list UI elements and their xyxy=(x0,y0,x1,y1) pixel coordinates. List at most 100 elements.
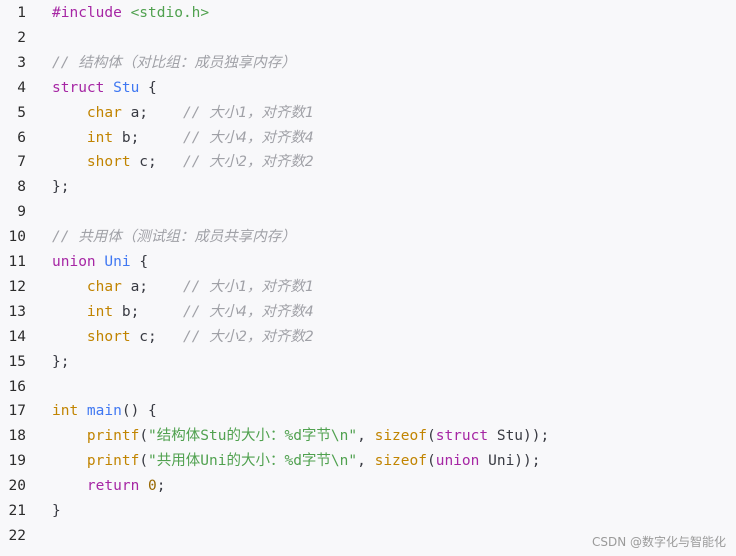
code-text: int main() { xyxy=(52,399,157,424)
code-token: a; xyxy=(121,104,183,121)
code-token: main xyxy=(86,403,122,420)
line-number: 12 xyxy=(8,278,26,295)
code-token: int xyxy=(86,129,114,146)
line-number: 14 xyxy=(8,328,26,345)
code-line: 6 int b; // 大小4，对齐数4 xyxy=(0,126,313,151)
code-text: struct Stu { xyxy=(52,76,157,101)
line-number: 13 xyxy=(8,303,26,320)
code-text: }; xyxy=(52,350,69,375)
code-line: 14 short c; // 大小2，对齐数2 xyxy=(0,325,314,350)
line-number: 15 xyxy=(8,353,26,370)
line-number: 18 xyxy=(8,428,26,445)
line-number: 6 xyxy=(17,129,26,146)
line-number: 4 xyxy=(17,79,26,96)
code-token: c; xyxy=(130,154,183,171)
code-text: printf("共用体Uni的大小：%d字节\n", sizeof(union … xyxy=(52,449,541,474)
line-number: 1 xyxy=(17,5,26,21)
code-token: printf xyxy=(86,453,140,470)
code-token: int xyxy=(52,403,87,420)
code-token: ( xyxy=(426,453,436,470)
line-number: 11 xyxy=(8,254,26,270)
code-token: , xyxy=(357,428,375,445)
code-token: Uni xyxy=(104,254,131,270)
code-token: sizeof xyxy=(374,453,427,470)
code-token: ( xyxy=(139,453,149,470)
code-token: // 结构体（对比组：成员独享内存） xyxy=(52,54,296,71)
code-line: 4 struct Stu { xyxy=(0,76,157,101)
code-text: int b; // 大小4，对齐数4 xyxy=(52,300,314,325)
code-text: char a; // 大小1，对齐数1 xyxy=(52,275,314,300)
code-line: 2 xyxy=(0,26,52,51)
code-text: short c; // 大小2，对齐数2 xyxy=(52,325,314,350)
line-number: 5 xyxy=(17,104,26,121)
line-number: 16 xyxy=(8,378,26,395)
code-token: return xyxy=(86,478,149,495)
code-token xyxy=(52,428,87,444)
code-token: "结构体Stu的大小：%d字节\n" xyxy=(148,428,358,445)
code-line: 1 #include <stdio.h> xyxy=(0,1,209,26)
code-token xyxy=(52,453,87,469)
code-token: char xyxy=(86,104,122,121)
line-number: 3 xyxy=(17,54,26,71)
code-line: 18 printf("结构体Stu的大小：%d字节\n", sizeof(str… xyxy=(0,424,550,449)
code-token: Uni)); xyxy=(479,453,541,470)
code-token: char xyxy=(86,278,122,295)
code-line: 21} xyxy=(0,499,61,524)
code-token: a; xyxy=(121,278,183,295)
code-token xyxy=(52,279,87,295)
code-token: "共用体Uni的大小：%d字节\n" xyxy=(148,453,358,470)
code-token: { xyxy=(139,79,157,96)
code-line: 10// 共用体（测试组：成员共享内存） xyxy=(0,225,296,250)
watermark: CSDN @数字化与智能化 xyxy=(591,535,726,549)
line-number: 19 xyxy=(8,453,26,470)
code-line: 12 char a; // 大小1，对齐数1 xyxy=(0,275,314,300)
code-token: printf xyxy=(86,428,140,445)
code-line: 19 printf("共用体Uni的大小：%d字节\n", sizeof(uni… xyxy=(0,449,541,474)
code-line: 7 short c; // 大小2，对齐数2 xyxy=(0,150,314,175)
code-token xyxy=(52,130,87,146)
code-token: // 大小1，对齐数1 xyxy=(182,104,314,121)
code-line: 8}; xyxy=(0,175,69,200)
code-token xyxy=(52,154,87,170)
code-token: ( xyxy=(426,428,436,445)
code-token: union xyxy=(435,453,480,470)
code-line: 16 xyxy=(0,375,52,400)
code-token: () { xyxy=(121,403,157,420)
code-text: short c; // 大小2，对齐数2 xyxy=(52,150,314,175)
code-token: 0 xyxy=(148,478,157,495)
code-token xyxy=(52,329,87,345)
code-text: #include <stdio.h> xyxy=(52,1,209,26)
line-number: 20 xyxy=(8,478,26,495)
code-line: 11 union Uni { xyxy=(0,250,149,275)
code-text: } xyxy=(52,499,61,524)
code-token: }; xyxy=(52,353,70,370)
code-token: // 大小1，对齐数1 xyxy=(182,278,314,295)
code-token: int xyxy=(86,303,114,320)
code-token: short xyxy=(86,328,131,345)
code-line: 13 int b; // 大小4，对齐数4 xyxy=(0,300,314,325)
code-text: // 共用体（测试组：成员共享内存） xyxy=(52,225,296,250)
code-token: struct xyxy=(435,428,489,445)
code-text: // 结构体（对比组：成员独享内存） xyxy=(52,51,296,76)
code-token: // 大小2，对齐数2 xyxy=(182,154,314,171)
code-token: struct xyxy=(52,79,114,96)
code-token: #include xyxy=(52,5,131,21)
line-number: 21 xyxy=(8,503,26,519)
code-token: Stu xyxy=(113,79,140,96)
code-token: ( xyxy=(139,428,149,445)
code-text: }; xyxy=(52,175,69,200)
code-token: Stu)); xyxy=(488,428,550,445)
code-text: printf("结构体Stu的大小：%d字节\n", sizeof(struct… xyxy=(52,424,549,449)
line-number: 9 xyxy=(17,204,26,221)
code-token: }; xyxy=(52,179,70,196)
code-line: 20 return 0; xyxy=(0,474,166,499)
code-line: 22 xyxy=(0,524,52,549)
code-token: } xyxy=(52,503,61,519)
code-token: b; xyxy=(113,129,183,146)
code-text: union Uni { xyxy=(52,250,148,275)
line-number: 8 xyxy=(17,179,26,196)
code-line: 15}; xyxy=(0,350,70,375)
code-line: 9 xyxy=(0,200,52,225)
code-token xyxy=(52,105,87,121)
